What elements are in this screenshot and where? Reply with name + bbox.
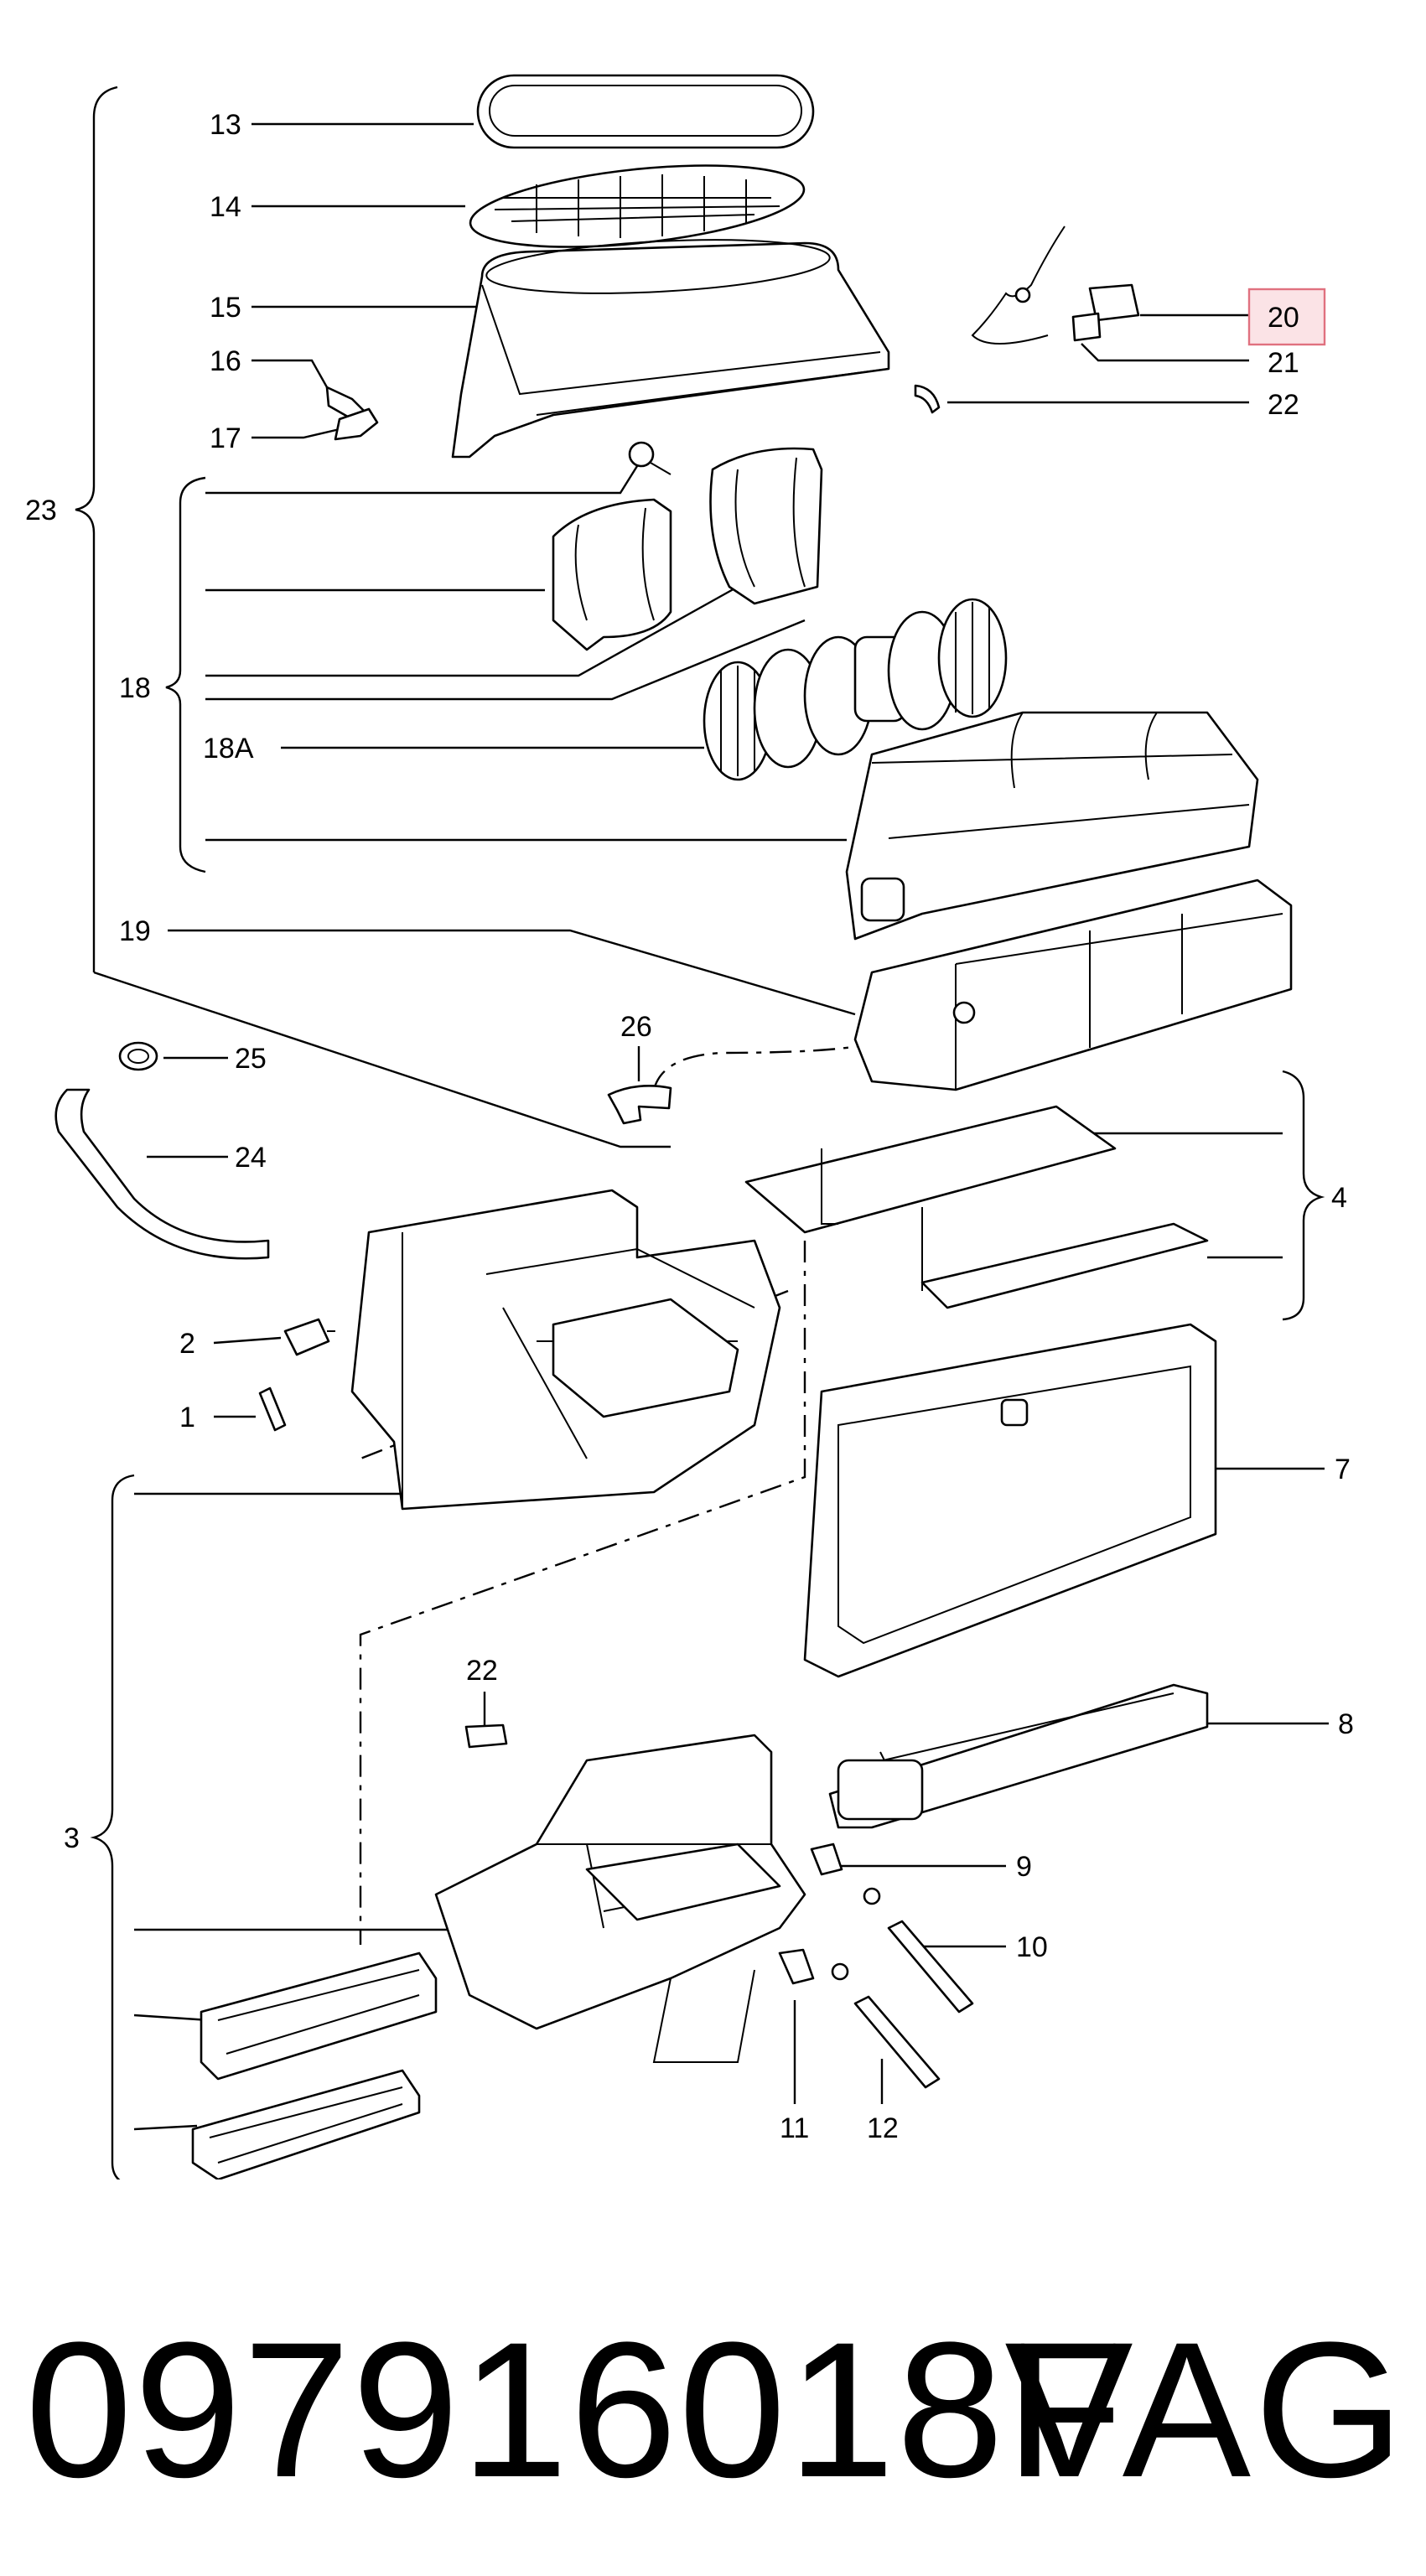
label-11: 11 — [780, 2112, 809, 2144]
part-8-filter — [828, 1683, 1209, 1829]
callout-labels: 13 14 15 16 17 20 21 22 23 18 18A 19 26 … — [25, 109, 1354, 2144]
part-13-seal — [476, 74, 815, 149]
part-7-gasket-frame — [803, 1323, 1217, 1678]
part-12-cable — [831, 1962, 941, 2089]
label-24: 24 — [235, 1142, 267, 1174]
label-26: 26 — [620, 1011, 652, 1043]
leader-lines — [75, 86, 1329, 2179]
label-9: 9 — [1016, 1851, 1032, 1883]
part-1-pin — [258, 1386, 287, 1432]
part-10-cable — [863, 1887, 974, 2014]
label-18: 18 — [119, 672, 151, 704]
label-23: 23 — [25, 495, 57, 526]
label-22-upper: 22 — [1268, 389, 1299, 421]
label-20: 20 — [1268, 302, 1299, 334]
label-21: 21 — [1268, 347, 1299, 379]
part-26-clip — [607, 1085, 672, 1125]
label-22-lower: 22 — [466, 1655, 498, 1687]
highlight-box-20 — [1247, 288, 1326, 346]
label-19: 19 — [119, 915, 151, 947]
label-12: 12 — [867, 2112, 899, 2144]
part-heater-box — [350, 1189, 781, 1511]
part-11-clip — [778, 1948, 815, 1985]
part-17-clip — [334, 407, 379, 441]
part-25-hose-clamp — [118, 1041, 158, 1071]
label-3: 3 — [64, 1822, 80, 1854]
label-8: 8 — [1338, 1708, 1354, 1740]
brand-name: VAG — [1004, 2302, 1408, 2517]
label-7: 7 — [1335, 1454, 1351, 1485]
part-3-air-distribution-housing — [191, 1734, 806, 2179]
label-13: 13 — [210, 109, 241, 141]
part-24-drain-hose — [54, 1088, 270, 1260]
part-20-connector — [971, 225, 1140, 345]
part-18a-blower-motor — [703, 598, 1008, 781]
part-4-flaps — [744, 1105, 1209, 1309]
label-1: 1 — [179, 1402, 195, 1433]
parts-artwork — [54, 74, 1293, 2179]
part-9-clip — [810, 1843, 843, 1876]
part-2-lever — [283, 1318, 335, 1356]
part-number: 097916018F — [25, 2302, 1125, 2517]
parts-exploded-diagram: 13 14 15 16 17 20 21 22 23 18 18A 19 26 … — [25, 74, 1354, 2179]
label-2: 2 — [179, 1328, 195, 1360]
label-17: 17 — [210, 422, 241, 454]
part-18-blower-housing — [552, 441, 823, 651]
part-22-clip-lower — [464, 1723, 508, 1749]
label-10: 10 — [1016, 1931, 1048, 1963]
part-18-lower-housing — [845, 711, 1259, 941]
part-15-air-intake-housing — [451, 239, 890, 459]
label-16: 16 — [210, 345, 241, 377]
part-19-housing-case — [853, 879, 1293, 1091]
label-15: 15 — [210, 292, 241, 324]
label-14: 14 — [210, 191, 241, 223]
label-4: 4 — [1331, 1182, 1347, 1214]
label-25: 25 — [235, 1043, 267, 1075]
part-22-clip-upper — [914, 384, 941, 414]
label-18a: 18A — [203, 733, 254, 765]
